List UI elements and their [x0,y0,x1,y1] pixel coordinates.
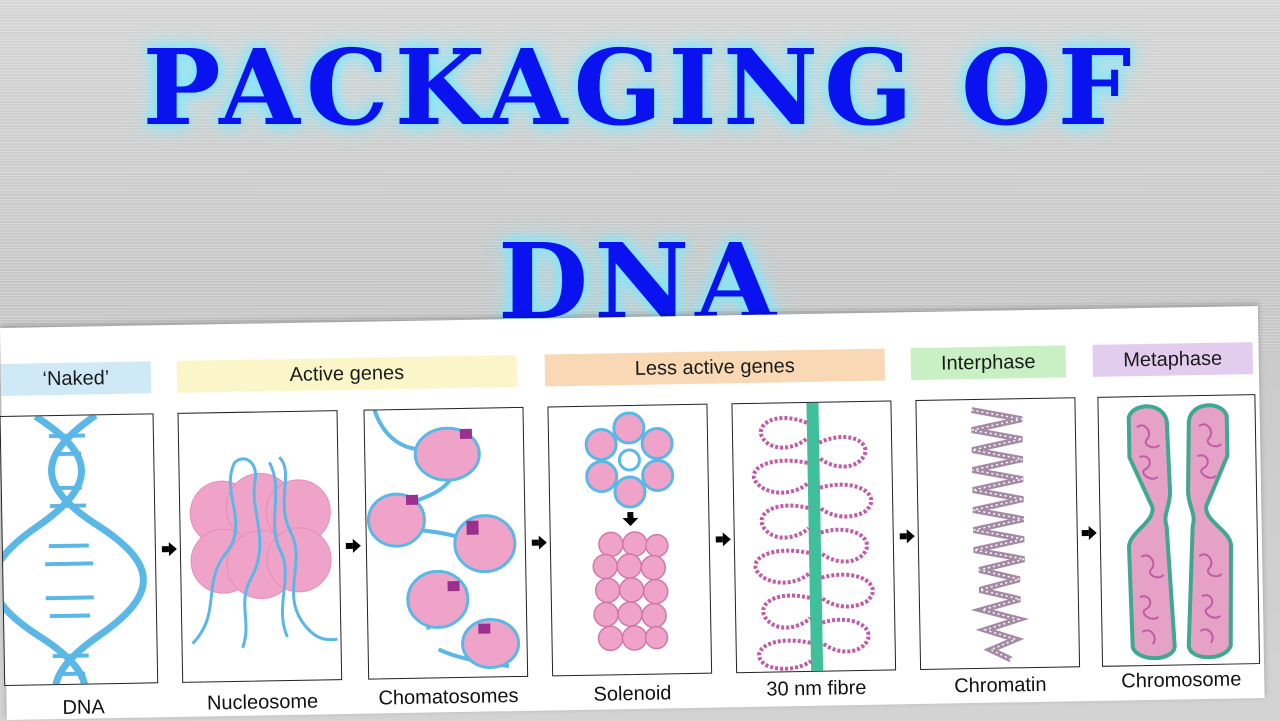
header-active-genes: Active genes [177,355,518,393]
diagram-sheet: ‘Naked’ Active genes Less active genes I… [0,306,1265,720]
header-less-active-genes: Less active genes [545,349,886,387]
header-interphase: Interphase [910,345,1066,380]
panel-nucleosome [178,410,343,683]
panel-chromosome [1097,394,1260,667]
down-arrow-icon [622,512,638,526]
panel-solenoid [547,404,712,677]
title-line-1: PACKAGING OF [0,28,1280,148]
panel-chromatin [915,397,1080,670]
panel-chromatosomes [363,407,528,680]
dna-double-helix-graphic [1,414,159,686]
chromatosomes-graphic [364,408,528,680]
label-nucleosome: Nucleosome [177,690,347,716]
panel-naked-dna [0,413,158,686]
header-naked: ‘Naked’ [1,361,152,396]
chromatin-zigzag-graphic [916,398,1080,670]
metaphase-chromosome-graphic [1098,395,1260,667]
solenoid-graphic [548,405,712,677]
label-chromatin: Chromatin [915,673,1085,699]
label-solenoid: Solenoid [547,682,717,708]
label-chromosome: Chromosome [1096,668,1266,694]
panel-30nm-fibre [731,400,896,673]
label-chromatosomes: Chomatosomes [363,685,533,711]
label-dna: DNA [0,695,169,721]
fibre-loops-graphic [732,401,896,673]
label-30nm-fibre: 30 nm fibre [731,676,901,702]
nucleosome-graphic [179,411,343,683]
header-metaphase: Metaphase [1092,342,1253,377]
